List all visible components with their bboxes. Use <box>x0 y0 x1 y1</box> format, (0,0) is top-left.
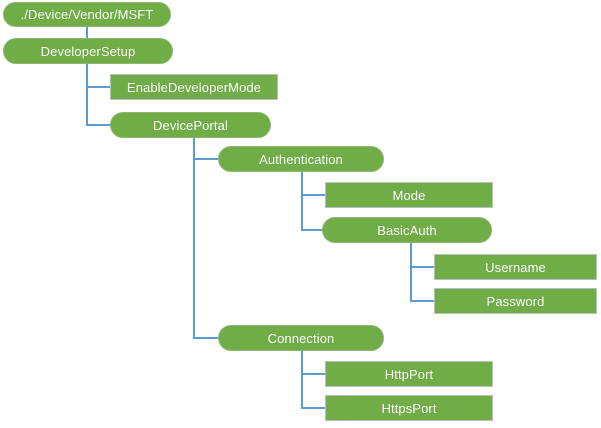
node-label-connection: Connection <box>267 330 335 346</box>
node-label-developer-setup: DeveloperSetup <box>40 43 136 59</box>
node-label-device-portal: DevicePortal <box>153 117 228 133</box>
node-developer-setup[interactable]: DeveloperSetup <box>3 38 173 64</box>
node-username[interactable]: Username <box>434 254 597 280</box>
node-http-port[interactable]: HttpPort <box>325 361 493 387</box>
node-device-portal[interactable]: DevicePortal <box>110 112 271 138</box>
node-label-basic-auth: BasicAuth <box>377 222 437 238</box>
node-label-enable-developer-mode: EnableDeveloperMode <box>126 79 262 95</box>
node-label-mode: Mode <box>392 187 426 203</box>
node-password[interactable]: Password <box>434 288 597 314</box>
node-label-password: Password <box>486 293 545 309</box>
node-basic-auth[interactable]: BasicAuth <box>322 217 492 243</box>
node-https-port[interactable]: HttpsPort <box>325 395 493 421</box>
node-mode[interactable]: Mode <box>325 182 493 208</box>
node-authentication[interactable]: Authentication <box>218 146 384 172</box>
node-enable-developer-mode[interactable]: EnableDeveloperMode <box>110 74 278 100</box>
node-root[interactable]: ./Device/Vendor/MSFT <box>3 2 171 27</box>
node-label-authentication: Authentication <box>259 151 343 167</box>
node-connection[interactable]: Connection <box>218 325 384 351</box>
node-label-root: ./Device/Vendor/MSFT <box>20 7 154 22</box>
node-label-https-port: HttpsPort <box>381 400 437 416</box>
node-label-username: Username <box>485 259 546 275</box>
node-label-http-port: HttpPort <box>384 366 434 382</box>
